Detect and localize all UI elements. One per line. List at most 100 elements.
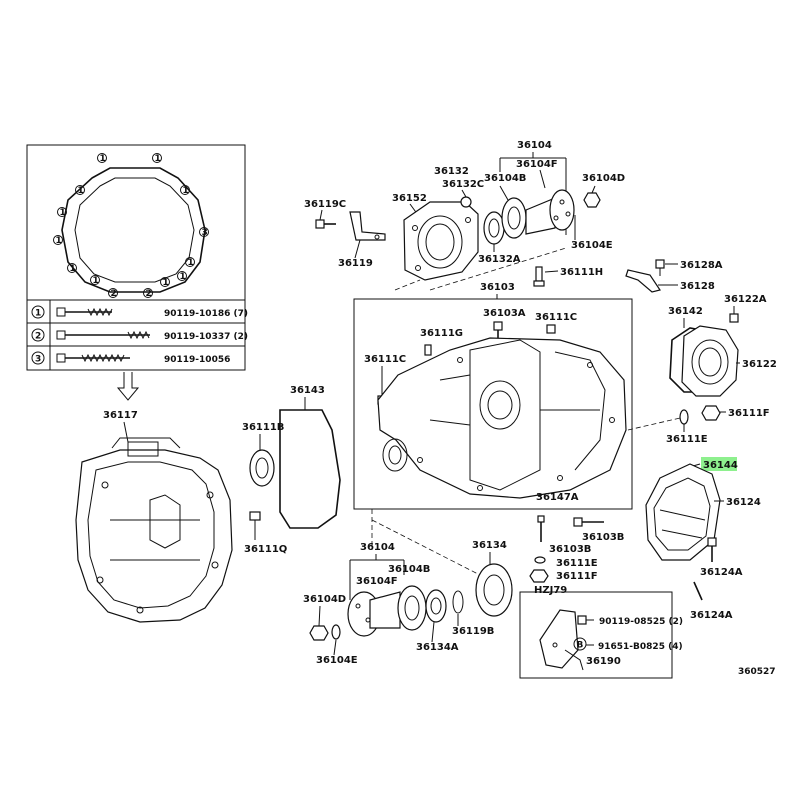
gasket-marker: 2	[111, 289, 117, 299]
part-36104-flange-bot	[347, 591, 401, 637]
label-36132C: 36132C	[442, 179, 484, 190]
label-36134A: 36134A	[416, 642, 459, 653]
label-HZJ79: HZJ79	[534, 585, 567, 596]
part-36132A-bearing	[483, 211, 505, 245]
part-36111Q	[249, 511, 261, 540]
diagram-id: 360527	[738, 667, 776, 677]
part-36128A-bolt	[655, 259, 665, 276]
part-36124-cover	[645, 463, 721, 561]
part-36122-cover	[681, 325, 739, 397]
bolt-row-part: 90119-10186 (7)	[164, 309, 248, 319]
inset-arrow	[116, 372, 140, 401]
part-36111H-breather	[533, 266, 545, 287]
label-36103B-b: 36103B	[549, 544, 591, 555]
label-36142: 36142	[668, 306, 703, 317]
part-36128-lever	[625, 269, 661, 293]
bolt-row-marker: 1	[35, 309, 41, 319]
label-36147A: 36147A	[536, 492, 579, 503]
highlight-36144	[701, 457, 737, 471]
part-36190-box: 90119-08525 (2) B 91651-B0825 (4) 36190	[519, 591, 683, 679]
bolt-row: 1 90119-10186 (7)	[31, 305, 248, 319]
part-36134A-bearing	[425, 589, 447, 623]
marker-B: B	[577, 641, 584, 651]
label-36104B-bot: 36104B	[388, 564, 430, 575]
label-91651: 91651-B0825 (4)	[598, 642, 683, 652]
part-36119B-ring	[452, 590, 464, 614]
gasket-marker: 1	[155, 154, 161, 164]
part-36104D-nut-bot	[309, 605, 329, 641]
part-36119C-bolt	[315, 209, 336, 229]
label-36122A: 36122A	[724, 294, 767, 305]
gasket-marker: 1	[70, 264, 76, 274]
label-36124A-b: 36124A	[690, 610, 733, 621]
part-36190-frame	[519, 591, 673, 679]
part-36111B-seal	[249, 449, 275, 487]
label-36122: 36122	[742, 359, 777, 370]
label-36119C: 36119C	[304, 199, 346, 210]
part-36134-seal	[475, 563, 513, 617]
gasket-marker: 1	[100, 154, 106, 164]
label-36190: 36190	[586, 656, 621, 667]
label-36119B: 36119B	[452, 626, 494, 637]
label-36111F-bot: 36111F	[556, 571, 598, 582]
label-36104D-bot: 36104D	[303, 594, 346, 605]
part-36132C	[460, 189, 472, 208]
label-36134: 36134	[472, 540, 507, 551]
gasket-marker: 1	[180, 272, 186, 282]
part-36111F-nut-bot	[529, 569, 549, 583]
part-36122A-bolt	[729, 306, 739, 323]
label-36104-top: 36104	[517, 140, 552, 151]
part-36104B-bearing	[499, 185, 527, 239]
bolt-row-part: 90119-10337 (2)	[164, 332, 248, 342]
gasket-marker: 3	[202, 228, 208, 238]
label-36119: 36119	[338, 258, 373, 269]
part-36104B-bearing-bot	[397, 585, 427, 631]
label-36103: 36103	[480, 282, 515, 293]
gasket-marker: 1	[183, 186, 189, 196]
label-36117: 36117	[103, 410, 138, 421]
label-36104E-bot: 36104E	[316, 655, 358, 666]
part-36111C-plug	[546, 324, 556, 334]
part-36124A-bolt-b	[693, 581, 703, 601]
label-36143: 36143	[290, 385, 325, 396]
part-36104E-washer-bot	[331, 624, 341, 640]
part-36103B-bolt-a	[573, 517, 604, 527]
bolt-row-marker: 2	[35, 332, 41, 342]
label-36111C-a: 36111C	[535, 312, 577, 323]
part-36111E-washer-top	[679, 409, 689, 432]
part-36111F-nut-top	[701, 405, 721, 421]
gasket-marker: 1	[56, 236, 62, 246]
part-36124A-bolt-a	[707, 537, 717, 562]
label-36111E-top: 36111E	[666, 434, 708, 445]
part-36117-housing	[75, 437, 233, 623]
part-36152-extension-housing	[403, 201, 479, 281]
label-36152: 36152	[392, 193, 427, 204]
label-36104E-top: 36104E	[571, 240, 613, 251]
label-36132: 36132	[434, 166, 469, 177]
part-36103B-bolt-b	[537, 515, 545, 542]
part-36103-transfer-case	[377, 337, 627, 499]
part-36143-gasket	[279, 409, 341, 529]
label-36132A: 36132A	[478, 254, 521, 265]
main-case-frame	[353, 298, 633, 510]
label-36124A-a: 36124A	[700, 567, 743, 578]
label-36111E-bot: 36111E	[556, 558, 598, 569]
label-36103A: 36103A	[483, 308, 526, 319]
label-36111H: 36111H	[560, 267, 603, 278]
label-36111Q: 36111Q	[244, 544, 287, 555]
label-36111F-top: 36111F	[728, 408, 770, 419]
part-36104D-nut	[583, 185, 601, 208]
bolt-row: 2 90119-10337 (2)	[31, 328, 248, 342]
gasket-marker: 1	[78, 186, 84, 196]
gasket-marker: 1	[163, 278, 169, 288]
bolt-row-part: 90119-10056	[164, 355, 230, 365]
label-36104D-top: 36104D	[582, 173, 625, 184]
label-36111B: 36111B	[242, 422, 284, 433]
label-36128A: 36128A	[680, 260, 723, 271]
label-36128: 36128	[680, 281, 715, 292]
inset-gasket	[61, 167, 206, 293]
label-36104B-top: 36104B	[484, 173, 526, 184]
label-36144: 36144	[703, 460, 738, 471]
